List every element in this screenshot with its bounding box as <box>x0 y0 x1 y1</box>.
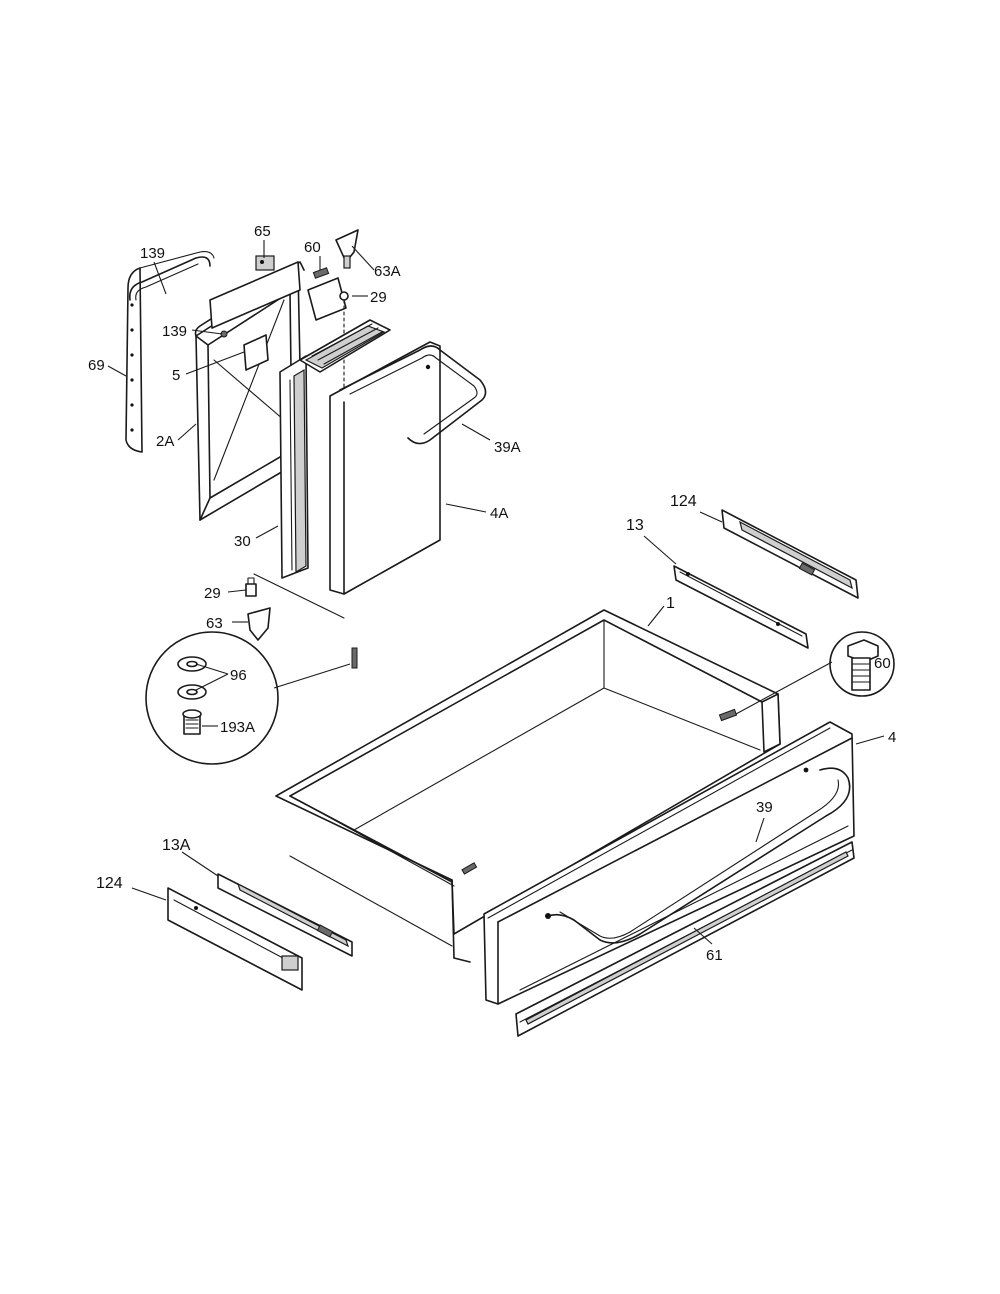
hinge-bracket-5 <box>220 330 269 371</box>
drawer-handle-39 <box>545 767 851 944</box>
callout-4: 4 <box>888 729 896 746</box>
screw-small-right <box>351 647 358 669</box>
callout-139-mid: 139 <box>162 323 187 340</box>
drawer-back-4A <box>253 341 441 619</box>
callout-39A: 39A <box>494 439 521 456</box>
detail-circle-washers <box>145 631 279 765</box>
zoom-circle-screw-60 <box>829 631 895 697</box>
callout-96: 96 <box>230 667 247 684</box>
callout-63: 63 <box>206 615 223 632</box>
handle-bar-139 <box>128 256 211 301</box>
callout-124-left: 124 <box>96 875 123 892</box>
callout-5: 5 <box>172 367 180 384</box>
slide-rail-124-right <box>721 509 859 599</box>
callout-63A: 63A <box>374 263 401 280</box>
screw-drawer-front <box>461 862 478 875</box>
slide-rail-13A-left <box>217 873 353 957</box>
kick-panel-61 <box>515 841 855 1037</box>
hinge-channel <box>299 319 391 373</box>
callout-60-zoom: 60 <box>874 655 891 672</box>
leader-lines <box>107 240 885 945</box>
callout-2A: 2A <box>156 433 174 450</box>
callout-61: 61 <box>706 947 723 964</box>
callout-29-top: 29 <box>370 289 387 306</box>
drawer-handle-39A <box>339 345 487 445</box>
callout-39: 39 <box>756 799 773 816</box>
callout-139-top: 139 <box>140 245 165 262</box>
slide-rail-124-left <box>167 887 303 991</box>
screw-60-top <box>312 267 330 279</box>
side-panel-69 <box>125 251 215 453</box>
top-bracket-65 <box>209 255 301 329</box>
callout-13-right: 13 <box>626 517 644 534</box>
callout-13A: 13A <box>162 837 191 854</box>
callout-1: 1 <box>666 595 675 612</box>
hinge-lever-63 <box>247 607 271 641</box>
drawer-front-4 <box>483 721 855 1005</box>
callout-60-top: 60 <box>304 239 321 256</box>
screw-29-lower <box>245 577 257 597</box>
callout-labels: 65 139 60 63A 29 139 5 69 2A 39A 4A 30 1… <box>88 223 896 964</box>
screw-60-drawer <box>718 708 738 722</box>
callout-65: 65 <box>254 223 271 240</box>
callout-4A: 4A <box>490 505 508 522</box>
vertical-column-30 <box>279 355 309 579</box>
callout-29-lower: 29 <box>204 585 221 602</box>
hinge-lever-63A <box>335 229 359 269</box>
callout-193A: 193A <box>220 719 255 736</box>
callout-30: 30 <box>234 533 251 550</box>
callout-69: 69 <box>88 357 105 374</box>
slide-rail-13-right <box>673 565 809 649</box>
callout-124-right: 124 <box>670 493 697 510</box>
drawer-body-1 <box>275 609 781 963</box>
